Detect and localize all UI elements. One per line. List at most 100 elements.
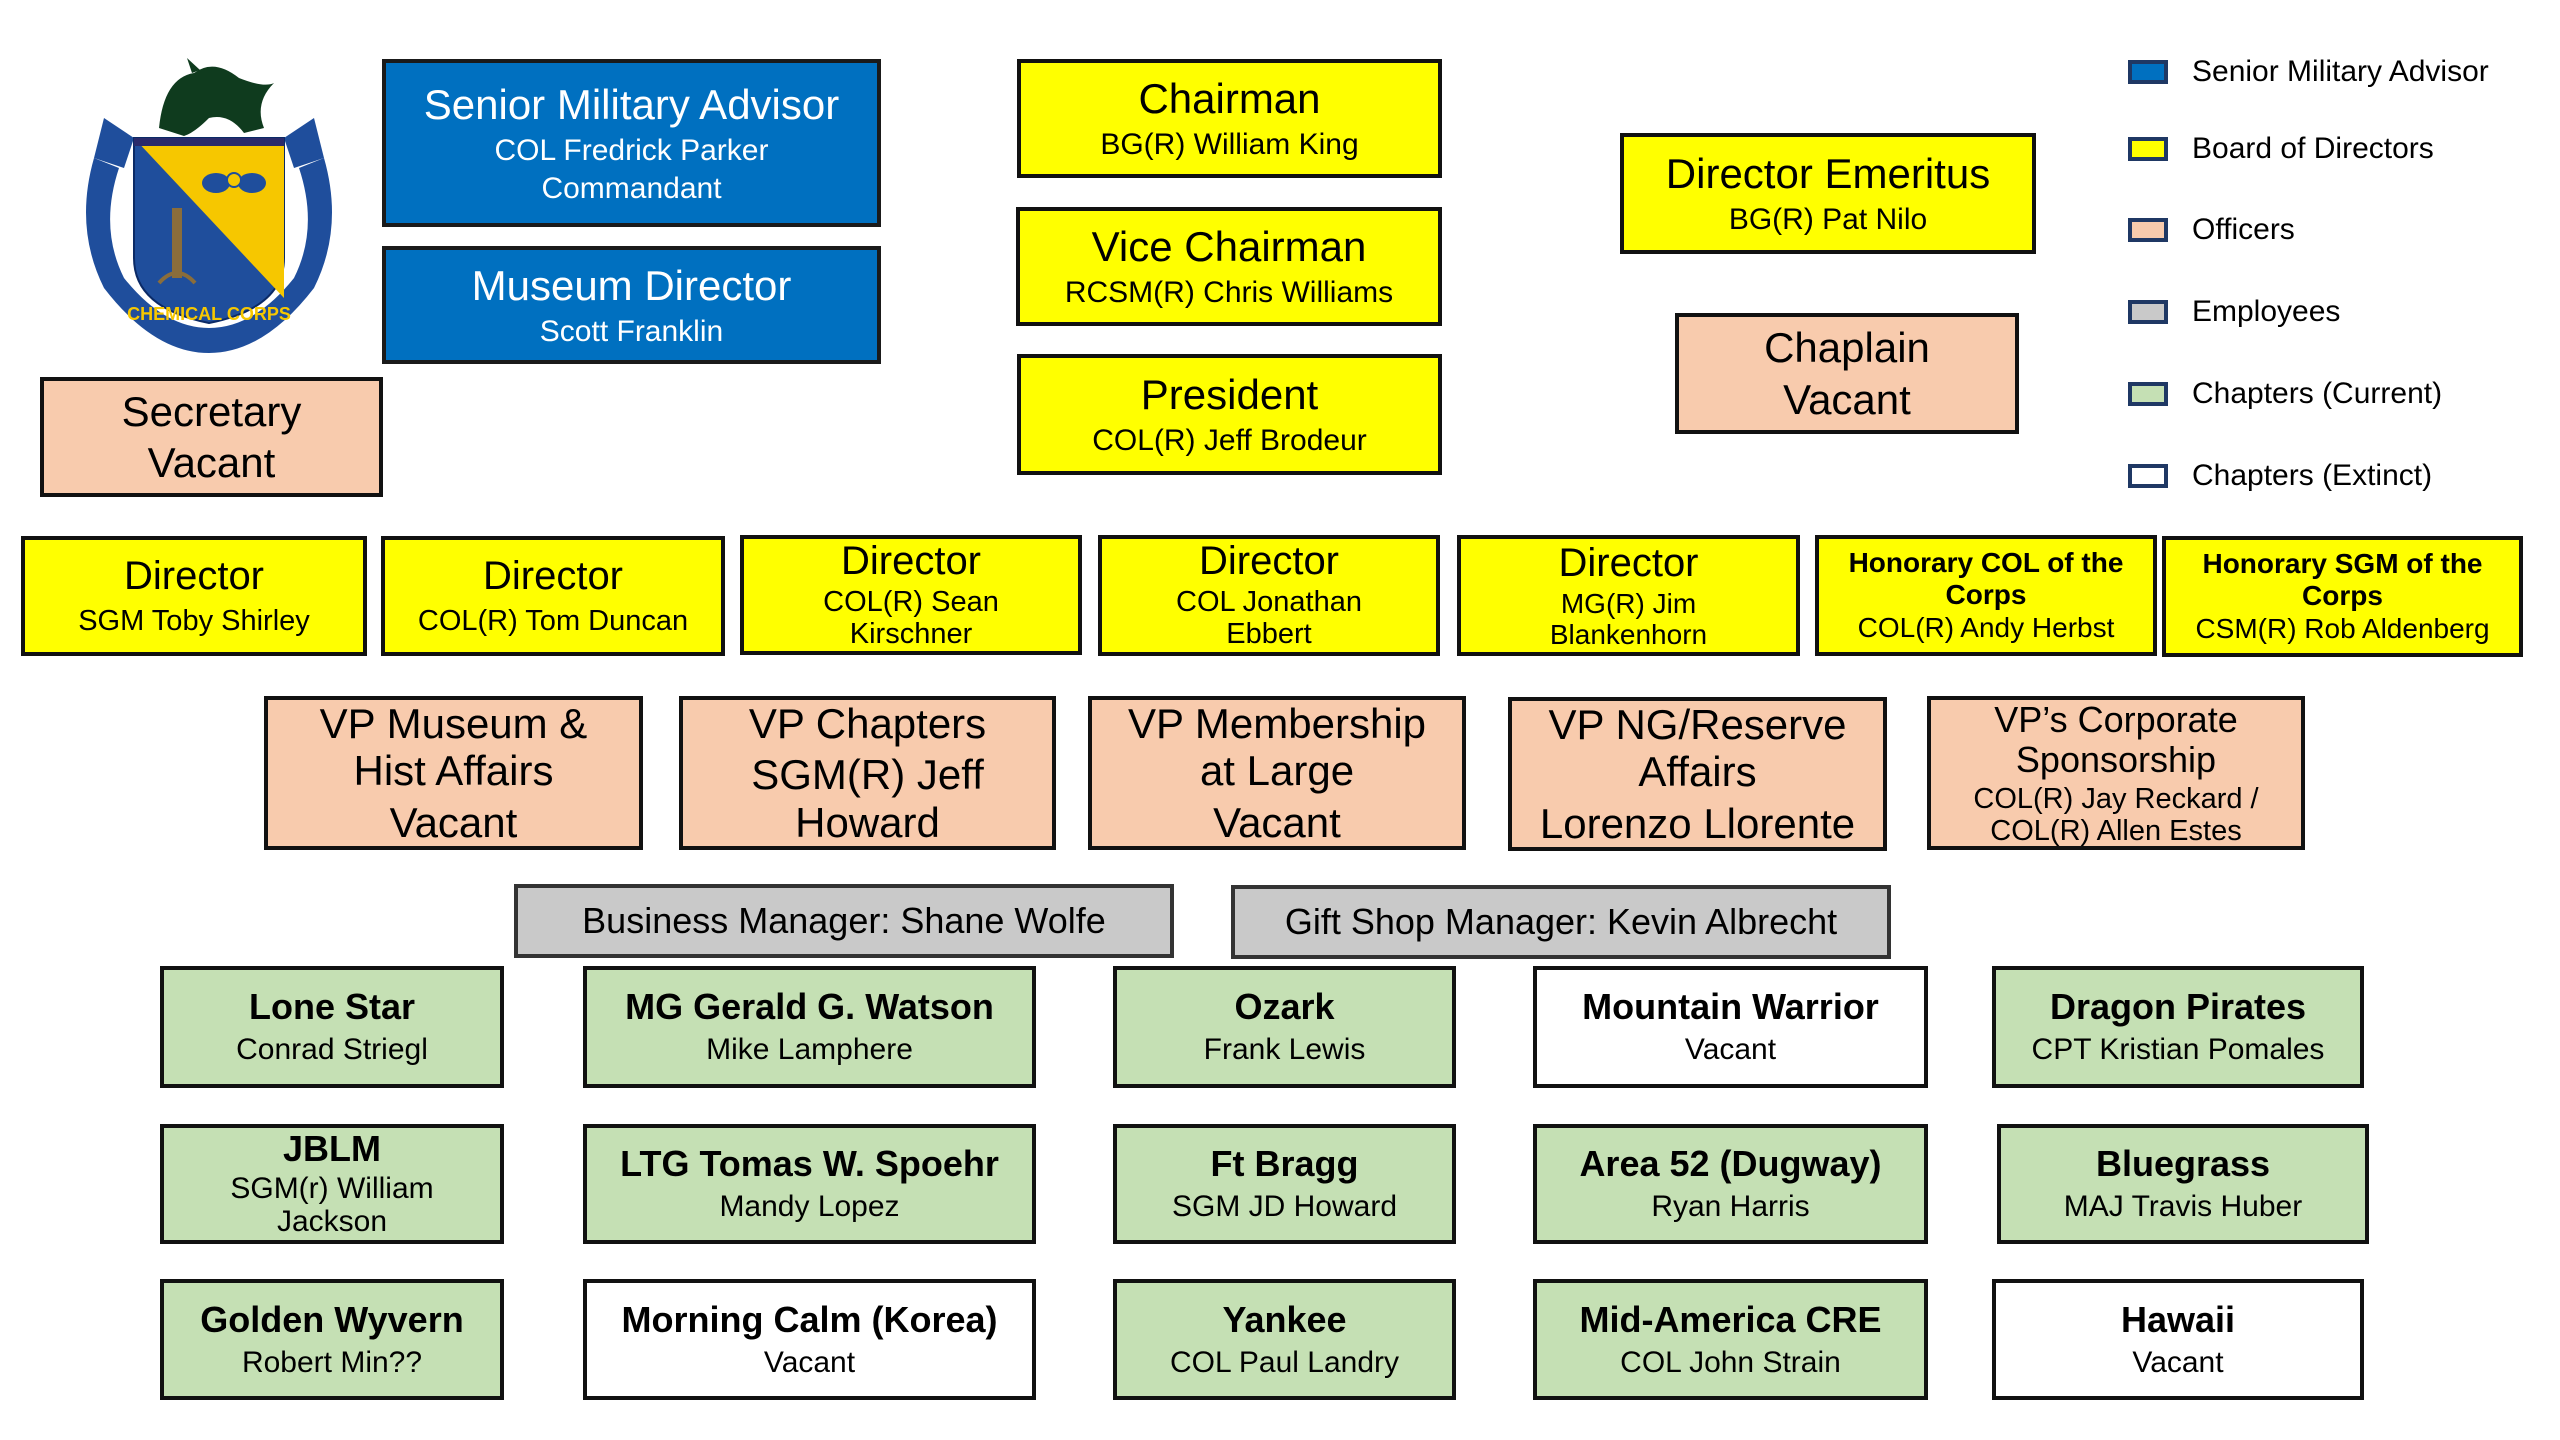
chapter-name: LTG Tomas W. Spoehr [620,1143,999,1185]
chapter-name: MG Gerald G. Watson [625,986,994,1028]
box-title: Honorary COL of the Corps [1848,547,2124,610]
chapter-leader: CPT Kristian Pomales [2031,1033,2325,1067]
box-name: COL(R) Andy Herbst [1857,612,2115,644]
box-name: Vacant [389,798,518,846]
honorary-col-box[interactable]: Honorary COL of the Corps COL(R) Andy He… [1815,535,2157,656]
director-box[interactable]: Director COL(R) Sean Kirschner [740,535,1082,655]
vp-box[interactable]: VP Museum & Hist Affairs Vacant [264,696,643,850]
box-name: SGM(R) Jeff Howard [751,751,984,846]
president-box[interactable]: President COL(R) Jeff Brodeur [1017,354,1442,475]
director-box[interactable]: Director MG(R) Jim Blankenhorn [1457,535,1800,656]
chapter-leader: MAJ Travis Huber [2063,1190,2303,1224]
chaplain-box[interactable]: Chaplain Vacant [1675,313,2019,434]
secretary-box[interactable]: Secretary Vacant [40,377,383,497]
chapter-name: Lone Star [248,986,416,1028]
box-title: VP Membership at Large [1127,700,1427,795]
box-title: Director [1558,540,1699,585]
box-name: Vacant [1783,375,1911,423]
gift-shop-manager-box[interactable]: Gift Shop Manager: Kevin Albrecht [1231,885,1891,959]
chapter-name: Ozark [1234,986,1335,1028]
chapter-leader: SGM JD Howard [1171,1190,1398,1224]
legend-item: Board of Directors [2128,132,2434,165]
chapter-name: Ft Bragg [1210,1143,1359,1185]
director-box[interactable]: Director COL Jonathan Ebbert [1098,535,1440,656]
box-name: Vacant [1213,798,1341,846]
chapter-name: Yankee [1222,1298,1347,1340]
legend-label: Chapters (Current) [2192,377,2443,410]
legend-swatch-peach [2128,218,2168,242]
vp-box[interactable]: VP’s Corporate Sponsorship COL(R) Jay Re… [1927,696,2305,850]
director-box[interactable]: Director COL(R) Tom Duncan [381,536,725,656]
box-name: SGM Toby Shirley [78,605,310,638]
vice-chairman-box[interactable]: Vice Chairman RCSM(R) Chris Williams [1016,207,1442,326]
box-name: BG(R) William King [1100,128,1359,162]
chapter-name: Bluegrass [2095,1143,2271,1185]
box-name: MG(R) Jim Blankenhorn [1549,587,1708,650]
box-title: Director [482,554,624,599]
box-title: Secretary [121,387,302,435]
box-name: COL Fredrick Parker [494,133,769,167]
chapter-leader: Mike Lamphere [706,1033,913,1067]
museum-director-box[interactable]: Museum Director Scott Franklin [382,246,881,364]
chapter-name: Hawaii [2120,1298,2236,1340]
senior-military-advisor-box[interactable]: Senior Military Advisor COL Fredrick Par… [382,59,881,227]
box-name: CSM(R) Rob Aldenberg [2195,613,2490,645]
chapter-name: JBLM [283,1128,381,1170]
box-title: Honorary SGM of the Corps [2202,548,2483,611]
legend-label: Senior Military Advisor [2192,55,2489,88]
chapter-name: Morning Calm (Korea) [621,1298,998,1340]
box-name: RCSM(R) Chris Williams [1064,276,1394,310]
legend-label: Board of Directors [2192,132,2434,165]
director-box[interactable]: Director SGM Toby Shirley [21,536,367,656]
logo-bottom-text: CHEMICAL CORPS [127,304,291,324]
box-name: Vacant [147,439,276,486]
chapter-box[interactable]: Area 52 (Dugway)Ryan Harris [1533,1124,1928,1244]
chapter-leader: SGM(r) William Jackson [230,1171,434,1239]
box-title: Director Emeritus [1665,150,1991,198]
chapter-name: Area 52 (Dugway) [1579,1143,1882,1185]
box-name: COL(R) Jeff Brodeur [1092,424,1367,458]
box-title: Vice Chairman [1091,223,1367,271]
box-title: Chairman [1138,75,1321,123]
box-name: COL(R) Sean Kirschner [823,585,999,651]
chapter-leader: Robert Min?? [241,1345,423,1379]
box-title: VP Museum & Hist Affairs [319,700,588,795]
chapter-leader: Vacant [2132,1345,2224,1379]
business-manager-box[interactable]: Business Manager: Shane Wolfe [514,884,1174,958]
honorary-sgm-box[interactable]: Honorary SGM of the Corps CSM(R) Rob Ald… [2162,536,2523,657]
legend-label: Chapters (Extinct) [2192,459,2433,492]
legend-swatch-green [2128,382,2168,406]
vp-box[interactable]: VP NG/Reserve Affairs Lorenzo Llorente [1508,697,1887,851]
chapter-box[interactable]: Morning Calm (Korea)Vacant [583,1279,1036,1400]
chapter-name: Dragon Pirates [2049,986,2307,1028]
vp-box[interactable]: VP Membership at Large Vacant [1088,696,1466,850]
box-title: Director [1198,539,1340,583]
vp-box[interactable]: VP Chapters SGM(R) Jeff Howard [679,696,1056,850]
director-emeritus-box[interactable]: Director Emeritus BG(R) Pat Nilo [1620,133,2036,254]
box-name: Lorenzo Llorente [1539,799,1856,847]
chapter-name: Mid-America CRE [1579,1298,1882,1340]
box-name: COL Jonathan Ebbert [1176,585,1362,651]
legend-label: Employees [2192,295,2341,328]
box-title: Senior Military Advisor [423,80,840,128]
legend-item: Senior Military Advisor [2128,55,2489,88]
box-title: Chaplain [1764,324,1930,372]
box-title: Director [840,539,982,583]
box-label: Gift Shop Manager: Kevin Albrecht [1284,900,1838,942]
chairman-box[interactable]: Chairman BG(R) William King [1017,59,1442,178]
chapter-leader: Mandy Lopez [719,1190,900,1224]
chemical-corps-logo: CHEMICAL CORPS [64,58,354,358]
